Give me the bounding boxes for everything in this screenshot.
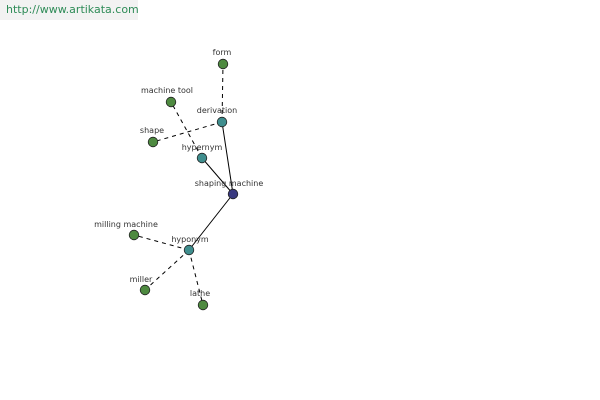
node-shaping-machine[interactable]: shaping machine — [195, 179, 264, 200]
node-miller-dot[interactable] — [139, 284, 151, 296]
node-milling-machine-dot[interactable] — [128, 229, 140, 241]
node-miller[interactable]: miller — [130, 275, 153, 296]
node-hypernym[interactable]: hypernym — [182, 143, 223, 164]
node-shaping-machine-label: shaping machine — [195, 179, 264, 188]
node-hyponym-dot[interactable] — [183, 244, 195, 256]
node-form[interactable]: form — [213, 48, 232, 70]
edge-derivation-form — [221, 63, 224, 123]
node-derivation-label: derivation — [197, 106, 237, 115]
node-milling-machine[interactable]: milling machine — [94, 220, 158, 241]
node-machine-tool-label: machine tool — [141, 86, 193, 95]
node-hypernym-label: hypernym — [182, 143, 223, 152]
edge-hyponym-miller — [144, 249, 190, 291]
node-machine-tool[interactable]: machine tool — [141, 86, 193, 108]
node-form-label: form — [213, 48, 232, 57]
node-shaping-machine-dot[interactable] — [227, 188, 239, 200]
edge-hyponym-milling-machine — [133, 234, 190, 251]
node-milling-machine-label: milling machine — [94, 220, 158, 229]
edge-center-hypernym — [201, 157, 234, 195]
edge-center-derivation — [221, 121, 234, 195]
node-lathe-label: lathe — [190, 289, 210, 298]
node-lathe[interactable]: lathe — [190, 289, 210, 311]
node-shape-label: shape — [140, 126, 164, 135]
node-form-dot[interactable] — [217, 58, 229, 70]
node-shape-dot[interactable] — [147, 136, 159, 148]
edge-derivation-shape — [152, 121, 223, 143]
edge-hypernym-machine-tool — [170, 101, 203, 159]
node-derivation-dot[interactable] — [216, 116, 228, 128]
node-hyponym[interactable]: hyponym — [171, 235, 209, 256]
edge-center-hyponym — [188, 193, 234, 251]
node-derivation[interactable]: derivation — [197, 106, 237, 128]
node-lathe-dot[interactable] — [197, 299, 209, 311]
site-url-link[interactable]: http://www.artikata.com — [0, 0, 139, 20]
node-machine-tool-dot[interactable] — [165, 96, 177, 108]
edge-hyponym-lathe — [188, 249, 204, 306]
node-hyponym-label: hyponym — [171, 235, 209, 244]
node-shape[interactable]: shape — [140, 126, 164, 148]
node-hypernym-dot[interactable] — [196, 152, 208, 164]
node-miller-label: miller — [130, 275, 153, 284]
